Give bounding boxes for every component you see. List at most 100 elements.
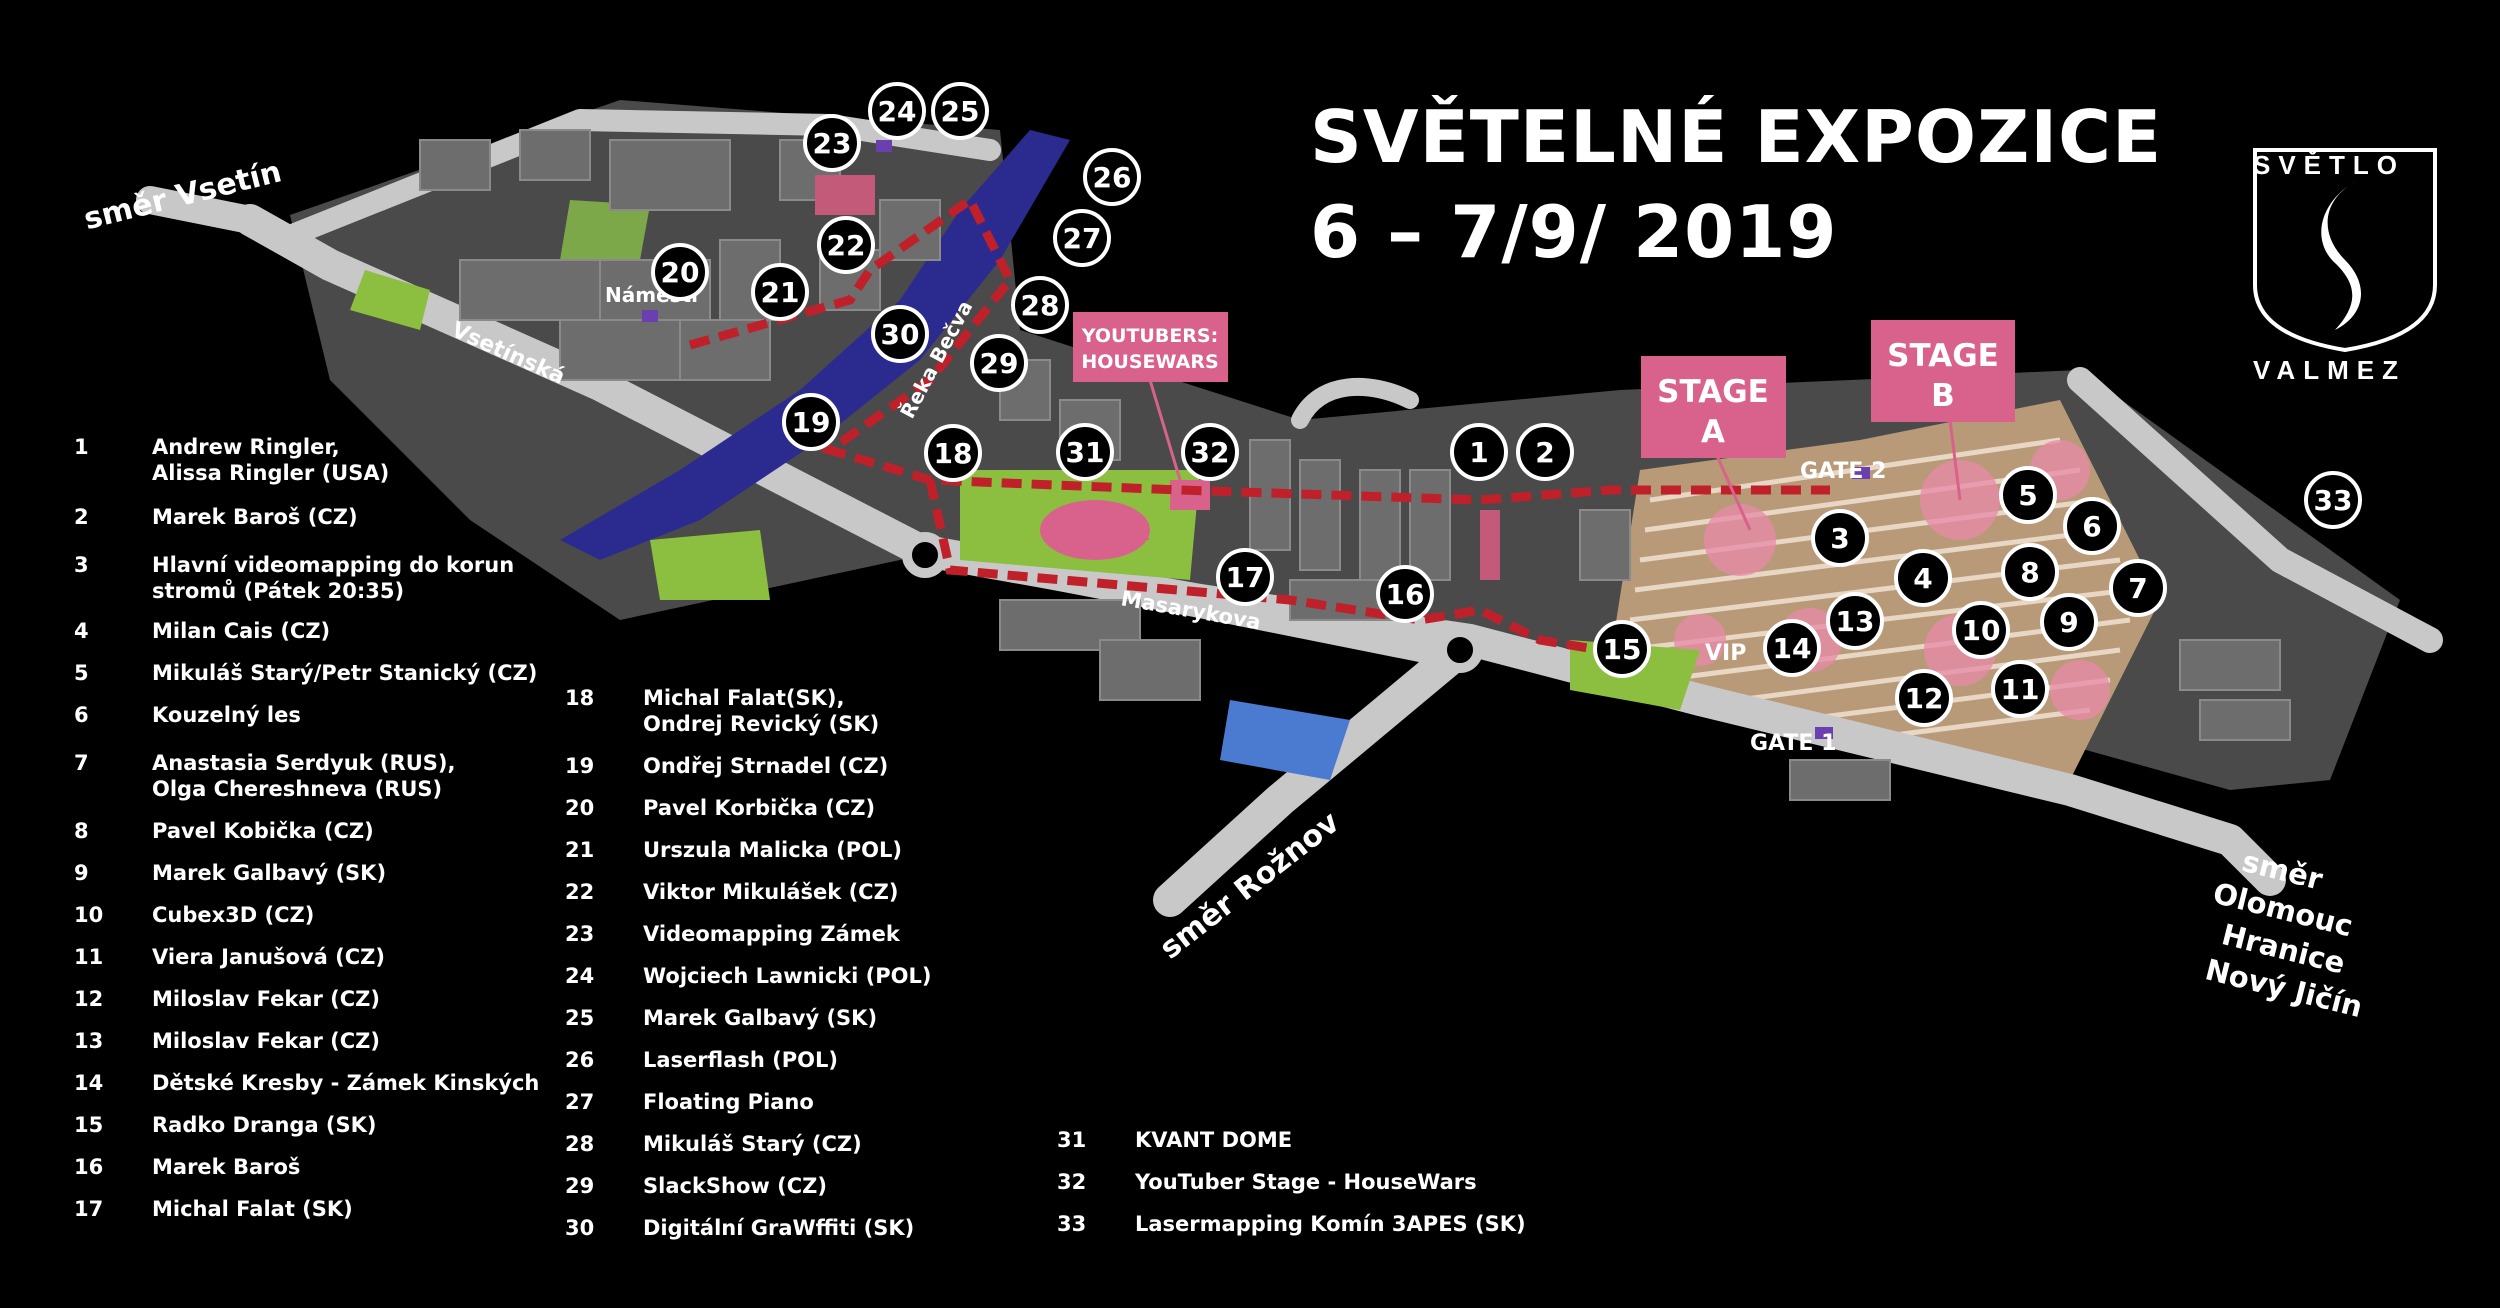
legend-number: 24 <box>565 964 595 988</box>
marker-4-circle <box>1894 549 1952 607</box>
legend-text: Pavel Korbička (CZ) <box>643 796 876 820</box>
logo-bottom-text: VALMEZ <box>2253 355 2406 385</box>
marker-24-circle <box>868 82 926 140</box>
river-becva <box>560 130 1070 560</box>
marker-28-label: 28 <box>1021 289 1060 322</box>
legend-text: Marek Baroš (CZ) <box>152 505 358 529</box>
park-namesti <box>560 200 650 260</box>
legend-number: 33 <box>1057 1212 1087 1236</box>
marker-17-circle <box>1216 548 1274 606</box>
legend-text: Digitální GraWffiti (SK) <box>643 1216 915 1240</box>
legend-text: Michal Falat(SK), <box>643 686 845 710</box>
marker-25-circle <box>931 82 989 140</box>
legend-text: Ondřej Strnadel (CZ) <box>643 754 889 778</box>
legend-text: Anastasia Serdyuk (RUS), <box>152 751 456 775</box>
legend-number: 7 <box>74 751 89 775</box>
label-smer-1: směr <box>2220 203 2223 206</box>
legend-text: Lasermapping Komín 3APES (SK) <box>1135 1212 1526 1236</box>
marker-5-circle <box>1999 466 2057 524</box>
marker-30-circle <box>871 305 929 363</box>
label-gate-1: GATE 1 <box>1750 731 1836 756</box>
legend-text-continued: Ondrej Revický (SK) <box>643 712 880 736</box>
marker-14-circle <box>1763 619 1821 677</box>
marker-12-label: 12 <box>1905 682 1944 715</box>
youtubers-line2: HOUSEWARS <box>1081 351 1218 373</box>
legend-text: Laserflash (POL) <box>643 1048 838 1072</box>
marker-15-circle <box>1593 620 1651 678</box>
marker-23-label: 23 <box>813 127 852 160</box>
legend-number: 19 <box>565 754 595 778</box>
marker-2-label: 2 <box>1535 436 1554 469</box>
legend-number: 31 <box>1057 1128 1087 1152</box>
marker-29-circle <box>970 334 1028 392</box>
legend-number: 23 <box>565 922 595 946</box>
building-blue <box>1220 700 1350 780</box>
marker-16-label: 16 <box>1386 578 1425 611</box>
legend-text: Floating Piano <box>643 1090 814 1114</box>
road-curve <box>1291 377 1419 429</box>
stage-b-line2: B <box>1931 378 1955 414</box>
marker-26-label: 26 <box>1093 161 1132 194</box>
legend-text-continued: Alissa Ringler (USA) <box>152 461 390 485</box>
marker-14-label: 14 <box>1773 632 1812 665</box>
housewars-stage <box>1170 480 1210 510</box>
legend-number: 30 <box>565 1216 595 1240</box>
page-title-line1: SVĚTELNÉ EXPOZICE <box>1310 95 2163 179</box>
marker-15-label: 15 <box>1603 633 1642 666</box>
legend-number: 17 <box>74 1197 104 1221</box>
legend-number: 18 <box>565 686 595 710</box>
marker-29-label: 29 <box>980 347 1019 380</box>
legend-number: 25 <box>565 1006 595 1030</box>
legend-number: 5 <box>74 661 89 685</box>
youtubers-line1: YOUTUBERS: <box>1081 325 1218 347</box>
label-olomouc: směr Olomouc Hranice Nový Jičín <box>2202 844 2366 1024</box>
marker-21-label: 21 <box>761 276 800 309</box>
legend-text-continued: Olga Chereshneva (RUS) <box>152 777 443 801</box>
roundabout-west <box>902 532 948 578</box>
road-to-vsetin <box>136 186 264 234</box>
marker-7-circle <box>2109 559 2167 617</box>
marker-10-label: 10 <box>1962 614 2001 647</box>
pink-tower <box>1480 510 1500 580</box>
legend-text: Viktor Mikulášek (CZ) <box>643 880 899 904</box>
marker-13-circle <box>1826 592 1884 650</box>
stage-a-callout: STAGE A <box>1641 356 1786 458</box>
legend-number: 3 <box>74 553 89 577</box>
marker-20-circle <box>651 243 709 301</box>
legend-number: 22 <box>565 880 595 904</box>
zamek-marker <box>876 140 892 152</box>
legend-number: 32 <box>1057 1170 1087 1194</box>
legend-text: Marek Baroš <box>152 1155 301 1179</box>
marker-24-label: 24 <box>878 95 917 128</box>
legend-text: Marek Galbavý (SK) <box>643 1006 878 1030</box>
marker-31-label: 31 <box>1066 436 1105 469</box>
roundabout-east <box>1437 627 1483 673</box>
youtubers-callout: YOUTUBERS: HOUSEWARS <box>1073 312 1228 382</box>
marker-11-label: 11 <box>2001 673 2040 706</box>
marker-16-circle <box>1376 565 1434 623</box>
marker-25-label: 25 <box>941 95 980 128</box>
zamek-building <box>815 175 875 215</box>
kvant-dome-shape <box>1040 500 1150 560</box>
legend-text: Viera Janušová (CZ) <box>152 945 385 969</box>
marker-9-circle <box>2040 593 2098 651</box>
park-square <box>350 270 430 330</box>
legend-text-continued: stromů (Pátek 20:35) <box>152 579 405 603</box>
legend-text: Videomapping Zámek <box>643 922 900 946</box>
legend-number: 10 <box>74 903 104 927</box>
marker-1-circle <box>1450 423 1508 481</box>
legend-text: Radko Dranga (SK) <box>152 1113 377 1137</box>
marker-12-circle <box>1895 669 1953 727</box>
marker-27-circle <box>1053 209 1111 267</box>
marker-17-label: 17 <box>1226 561 1265 594</box>
legend-text: Michal Falat (SK) <box>152 1197 353 1221</box>
legend-text: Andrew Ringler, <box>152 435 340 459</box>
legend-text: Miloslav Fekar (CZ) <box>152 1029 380 1053</box>
legend-text: SlackShow (CZ) <box>643 1174 827 1198</box>
legend-number: 1 <box>74 435 89 459</box>
marker-11-circle <box>1991 660 2049 718</box>
legend-number: 9 <box>74 861 89 885</box>
marker-6-circle <box>2063 497 2121 555</box>
marker-4-label: 4 <box>1913 562 1932 595</box>
